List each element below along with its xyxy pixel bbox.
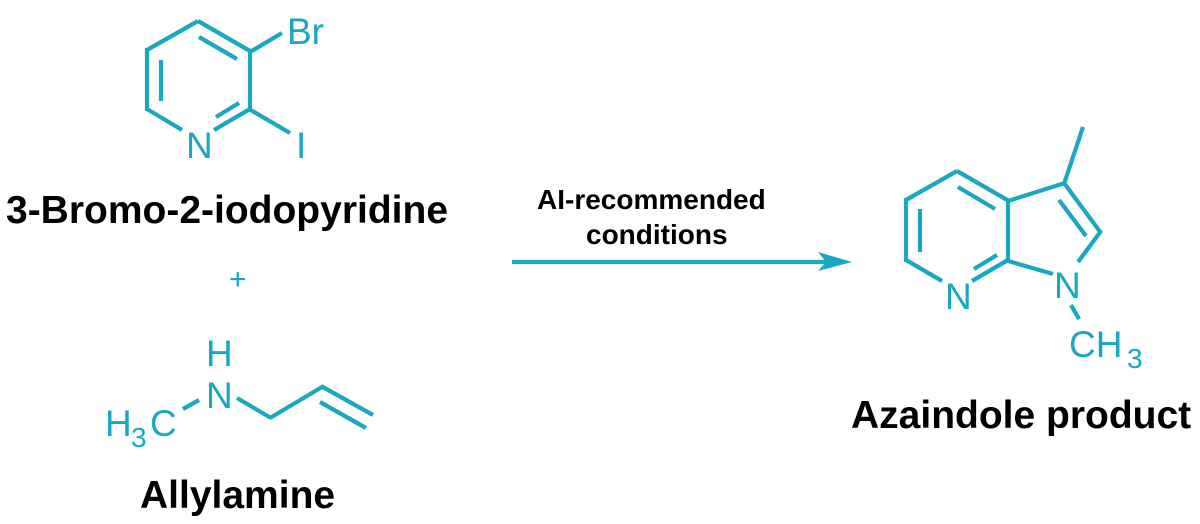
atom-label-h: H <box>206 333 233 374</box>
bond <box>196 19 252 53</box>
c-n-bond <box>181 398 201 411</box>
conditions-line-1: AI-recommended <box>537 184 766 215</box>
reactant-allylamine-structure: H N H 3 C <box>105 333 375 453</box>
c-i-bond <box>247 107 292 135</box>
atom-label-h3c-sub: 3 <box>131 422 147 453</box>
reactant-1-name: 3-Bromo-2-iodopyridine <box>6 189 448 232</box>
atom-label-n: N <box>186 125 213 166</box>
bond <box>904 258 944 283</box>
atom-label-i: I <box>296 125 306 166</box>
atom-label-n: N <box>945 276 972 317</box>
n-ch2-bond <box>235 396 273 420</box>
bond <box>904 169 959 202</box>
bond <box>1076 229 1103 264</box>
double-bond-inner <box>972 253 999 271</box>
bond <box>1007 180 1066 204</box>
atom-label-h3c-h: H <box>105 403 132 444</box>
conditions-line-2: conditions <box>586 219 728 250</box>
atom-label-ch3-c: CH <box>1069 324 1122 365</box>
c-br-bond <box>248 31 284 54</box>
atom-label-n1: N <box>1054 265 1081 306</box>
plus-sign: + <box>229 263 247 296</box>
ch2-ch-bond <box>268 385 324 420</box>
double-bond-inner <box>318 400 368 430</box>
atom-label-n: N <box>206 375 233 416</box>
arrow-head-icon <box>818 252 852 271</box>
c3-methyl-bond <box>1062 126 1085 185</box>
product-azaindole-structure: N N CH 3 <box>903 126 1143 374</box>
bond <box>1007 258 1054 277</box>
double-bond-inner <box>214 101 241 119</box>
double-bond-inner <box>956 185 997 211</box>
n-methyl-bond <box>1069 303 1081 321</box>
product-name: Azaindole product <box>851 394 1191 437</box>
bond <box>145 19 200 52</box>
double-bond-inner <box>1057 198 1088 238</box>
atom-label-br: Br <box>287 11 324 52</box>
ch-ch2-double-bond <box>319 384 375 417</box>
bond <box>1062 181 1103 235</box>
atom-label-ch3-sub: 3 <box>1127 343 1143 374</box>
bond <box>970 258 1010 283</box>
bond <box>212 107 252 132</box>
double-bond-inner <box>197 35 239 61</box>
bond <box>145 107 184 132</box>
bond <box>955 169 1011 203</box>
atom-label-h3c-c: C <box>150 403 177 444</box>
reactant-2-name: Allylamine <box>140 474 335 517</box>
reactant-3-bromo-2-iodopyridine-structure: N Br I <box>144 11 324 166</box>
reaction-arrow: AI-recommended conditions <box>512 184 852 271</box>
